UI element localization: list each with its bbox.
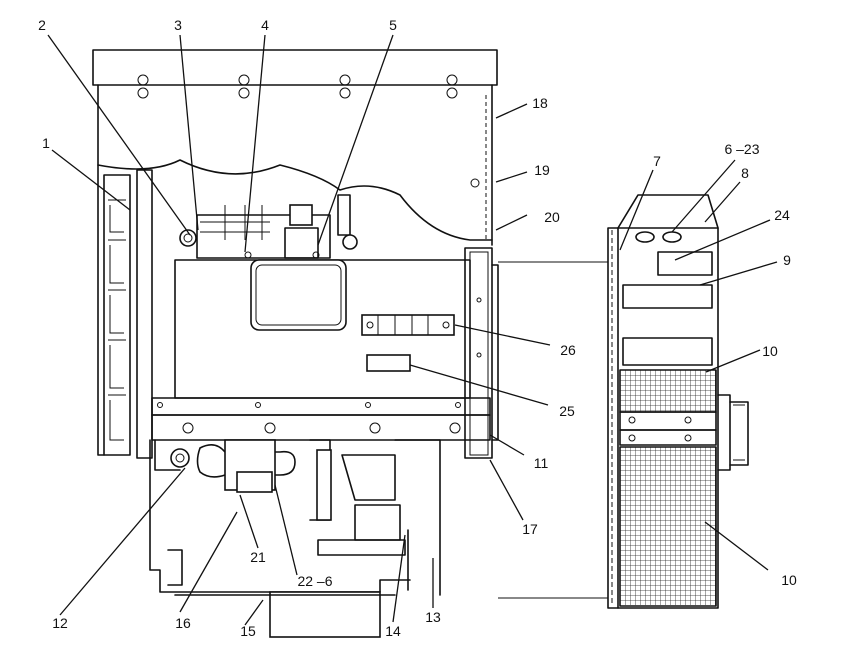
callout-2: 2 bbox=[38, 17, 46, 33]
callout-10-lower: 10 bbox=[781, 572, 797, 588]
callout-8: 8 bbox=[741, 165, 749, 181]
callout-20: 20 bbox=[544, 209, 560, 225]
callout-7: 7 bbox=[653, 153, 661, 169]
callout-24: 24 bbox=[774, 207, 790, 223]
callout-5: 5 bbox=[389, 17, 397, 33]
callout-11: 11 bbox=[534, 455, 549, 471]
lower-section bbox=[149, 439, 441, 638]
left-bracket bbox=[103, 169, 153, 459]
callout-labels: 1 2 3 4 5 6 –23 7 8 9 10 10 11 12 13 14 … bbox=[38, 17, 797, 639]
callout-18: 18 bbox=[532, 95, 548, 111]
callout-15: 15 bbox=[240, 623, 256, 639]
leader-lines bbox=[47, 34, 778, 626]
callout-21: 21 bbox=[250, 549, 266, 565]
center-frame bbox=[151, 259, 491, 441]
housing-bolts bbox=[137, 74, 480, 188]
callout-6-23: 6 –23 bbox=[724, 141, 759, 157]
fan-assembly bbox=[607, 194, 749, 609]
upper-components bbox=[179, 194, 358, 259]
callout-14: 14 bbox=[385, 623, 401, 639]
callout-10-upper: 10 bbox=[762, 343, 778, 359]
callout-3: 3 bbox=[174, 17, 182, 33]
callout-22-6: 22 –6 bbox=[297, 573, 332, 589]
callout-13: 13 bbox=[425, 609, 441, 625]
callout-17: 17 bbox=[522, 521, 538, 537]
right-side-plate bbox=[464, 247, 608, 599]
callout-9: 9 bbox=[783, 252, 791, 268]
callout-25: 25 bbox=[559, 403, 575, 419]
callout-1: 1 bbox=[42, 135, 50, 151]
callout-12: 12 bbox=[52, 615, 68, 631]
frame-bolts bbox=[157, 402, 461, 434]
callout-16: 16 bbox=[175, 615, 191, 631]
callout-19: 19 bbox=[534, 162, 550, 178]
callout-26: 26 bbox=[560, 342, 576, 358]
callout-4: 4 bbox=[261, 17, 269, 33]
generator-housing bbox=[92, 49, 498, 456]
